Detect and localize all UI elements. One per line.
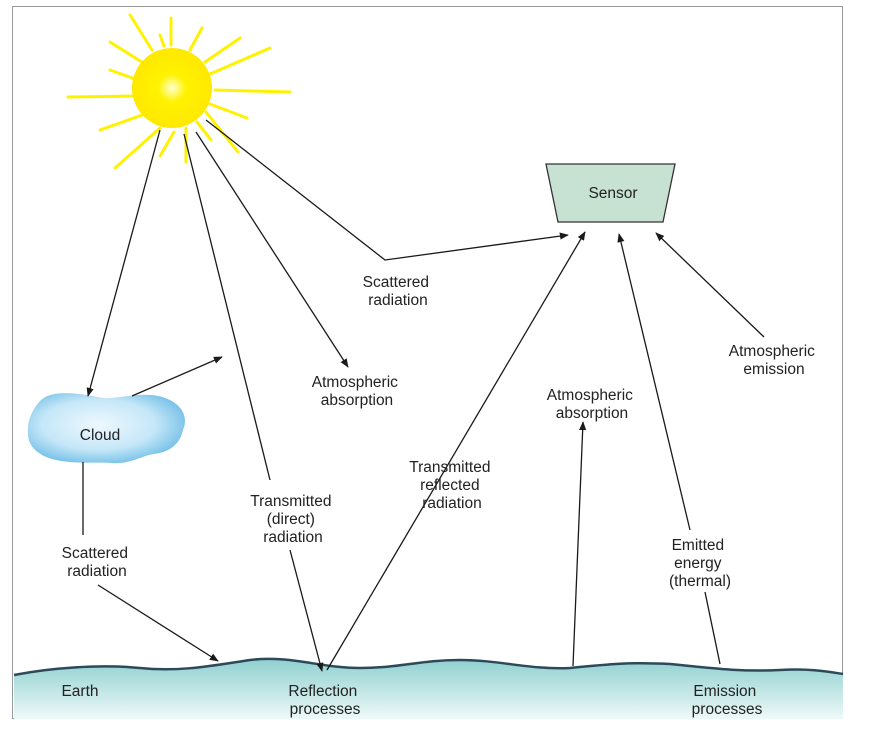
sensor-box: Sensor [545, 163, 676, 223]
arrow-atm-absorption-right [572, 421, 587, 667]
label-atm-emission: Atmospheric emission [729, 343, 819, 378]
label-reflection-processes: Reflection processes [288, 683, 361, 718]
arrow-reflected-to-sensor [326, 231, 586, 671]
arrow-scattered-to-earth [97, 584, 219, 662]
sun-icon [66, 13, 292, 170]
diagram-labels: Scattered radiation Atmospheric absorpti… [61, 274, 819, 718]
radiation-arrows [82, 119, 765, 672]
label-scattered-top: Scattered radiation [363, 274, 434, 309]
label-atm-absorption-left: Atmospheric absorption [312, 374, 402, 409]
cloud-shape: Cloud [27, 393, 186, 464]
arrow-cloud-scatter [131, 356, 223, 397]
arrow-transmitted-direct-lower [289, 549, 324, 672]
label-scattered-bottom: Scattered radiation [62, 545, 133, 580]
arrow-atm-emission [655, 232, 765, 338]
cloud-label: Cloud [80, 427, 121, 444]
arrow-atm-absorption-left [195, 131, 349, 368]
label-emission-processes: Emission processes [692, 683, 763, 718]
label-atm-absorption-right: Atmospheric absorption [547, 387, 637, 422]
arrow-emitted-to-sensor [617, 233, 691, 531]
arrow-scattered-to-sensor [205, 119, 569, 261]
label-earth: Earth [61, 683, 98, 700]
label-transmitted-direct: Transmitted (direct) radiation [250, 493, 336, 546]
arrow-transmitted-direct [183, 133, 271, 481]
label-emitted-energy: Emitted energy (thermal) [669, 537, 731, 590]
earth-surface [13, 657, 844, 719]
label-transmitted-reflected: Transmitted reflected radiation [409, 459, 495, 512]
arrow-sun-to-cloud [86, 129, 161, 397]
sensor-label: Sensor [588, 185, 637, 202]
arrow-emitted-lower [704, 591, 721, 665]
